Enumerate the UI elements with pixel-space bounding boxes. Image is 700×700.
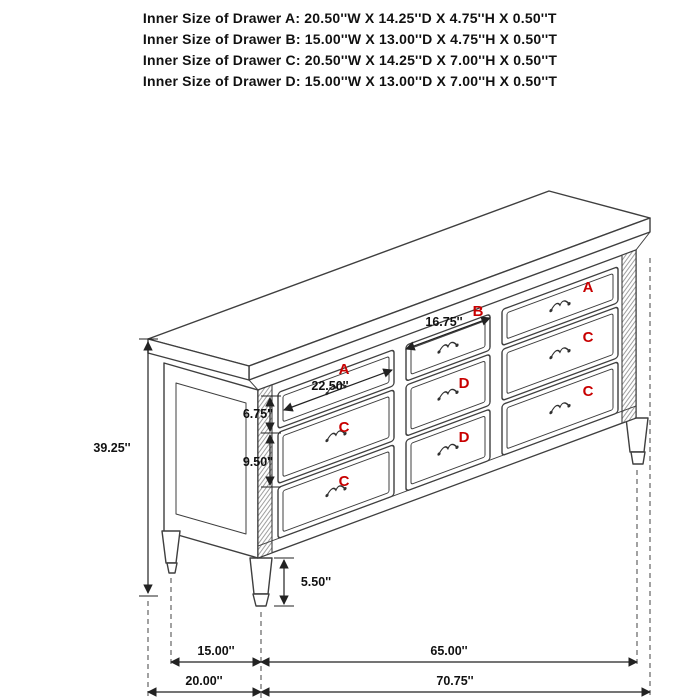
back-left-leg: [161, 530, 181, 574]
drawer-label-right-top: A: [583, 279, 594, 296]
dim-side-leg-spacing: 15.00'': [197, 644, 234, 658]
drawer-handle-icon: [437, 443, 459, 456]
drawer-handle-icon: [437, 388, 459, 401]
drawer-handle-icon: [325, 430, 347, 443]
drawer-spec-line-c: Inner Size of Drawer C: 20.50''W X 14.25…: [142, 52, 558, 68]
dim-overall-height: 39.25'': [93, 441, 130, 455]
drawer-handle-icon: [325, 485, 347, 498]
drawer-label-center-bottom: D: [459, 429, 470, 446]
drawer-handle-icon: [549, 402, 571, 415]
drawer-c-left-bottom: [277, 444, 395, 539]
dim-overall-depth: 20.00'': [185, 674, 222, 688]
drawer-spec-line-b: Inner Size of Drawer B: 15.00''W X 13.00…: [142, 31, 558, 47]
drawer-label-left-bottom: C: [339, 473, 350, 490]
extension-lines: [147, 258, 651, 698]
drawer-label-center-middle: D: [459, 375, 470, 392]
drawer-handle-icon: [549, 347, 571, 360]
dresser-side-panel: [163, 362, 259, 559]
dimension-lines: [139, 316, 651, 697]
drawer-c-right-bottom: [501, 361, 619, 456]
dim-front-leg-spacing: 65.00'': [430, 644, 467, 658]
dim-overall-width: 70.75'': [436, 674, 473, 688]
dim-lower-drawer-height: 9.50'': [243, 455, 273, 469]
dresser-legs: [161, 417, 649, 607]
drawer-spec-line-d: Inner Size of Drawer D: 15.00''W X 13.00…: [142, 73, 558, 89]
dresser-top: [147, 190, 651, 391]
drawer-label-center-top: B: [473, 303, 484, 320]
drawer-spec-list: Inner Size of Drawer A: 20.50''W X 14.25…: [143, 8, 557, 92]
drawer-label-left-top: A: [339, 361, 350, 378]
drawer-d-center-bottom: [405, 409, 491, 492]
drawer-d-center-middle: [405, 354, 491, 437]
dimension-labels: 39.25'' 22.50'' 16.75'' 6.75'' 9.50'' 5.…: [93, 315, 473, 688]
dim-left-drawer-width: 22.50'': [311, 379, 348, 393]
dim-top-drawer-height: 6.75'': [243, 407, 273, 421]
drawer-label-left-middle: C: [339, 419, 350, 436]
drawer-c-right-middle: [501, 306, 619, 401]
front-left-leg: [249, 557, 273, 607]
drawer-letter-labels: A C C B D D A C C: [339, 279, 594, 490]
drawer-label-right-bottom: C: [583, 383, 594, 400]
drawer-handle-icon: [549, 300, 571, 313]
dim-leg-height: 5.50'': [301, 575, 331, 589]
front-right-leg: [625, 417, 649, 465]
drawer-spec-line-a: Inner Size of Drawer A: 20.50''W X 14.25…: [142, 10, 557, 26]
drawer-label-right-middle: C: [583, 329, 594, 346]
dim-middle-drawer-width: 16.75'': [425, 315, 462, 329]
